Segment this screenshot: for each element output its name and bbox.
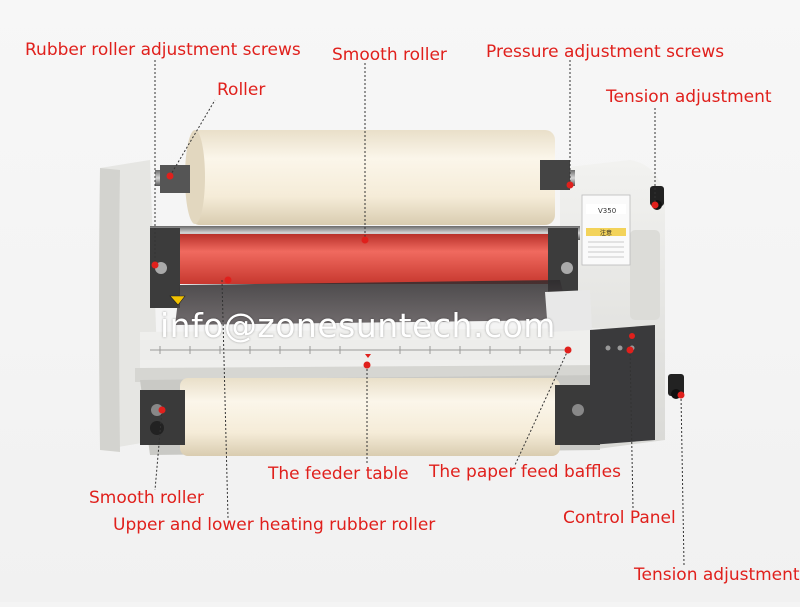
label-control-panel: Control Panel (563, 508, 676, 528)
marker-dots (151, 172, 685, 414)
lower-film-roll (140, 378, 600, 456)
model-text: V350 (598, 207, 616, 215)
label-tension-top: Tension adjustment (606, 87, 772, 107)
label-pressure-screws: Pressure adjustment screws (486, 42, 725, 62)
label-tension-bottom: Tension adjustment (634, 565, 800, 585)
label-smooth-roller-top: Smooth roller (332, 45, 447, 65)
upper-film-roll (155, 130, 575, 225)
nameplate (581, 194, 631, 266)
leader-lines (154, 60, 685, 566)
heating-roller-assembly (150, 226, 592, 332)
label-paper-feed-baffles: The paper feed baffles (429, 462, 621, 482)
control-panel-graphic (590, 325, 655, 445)
feeder-table (140, 295, 580, 360)
label-heating-roller: Upper and lower heating rubber roller (113, 515, 436, 535)
label-smooth-roller-bottom: Smooth roller (89, 488, 204, 508)
watermark-text: info@zonesuntech.com (160, 306, 556, 345)
label-roller: Roller (217, 80, 266, 100)
label-rubber-roller-screws: Rubber roller adjustment screws (25, 40, 301, 60)
label-feeder-table: The feeder table (268, 464, 409, 484)
warning-text: 注意 (600, 229, 612, 237)
